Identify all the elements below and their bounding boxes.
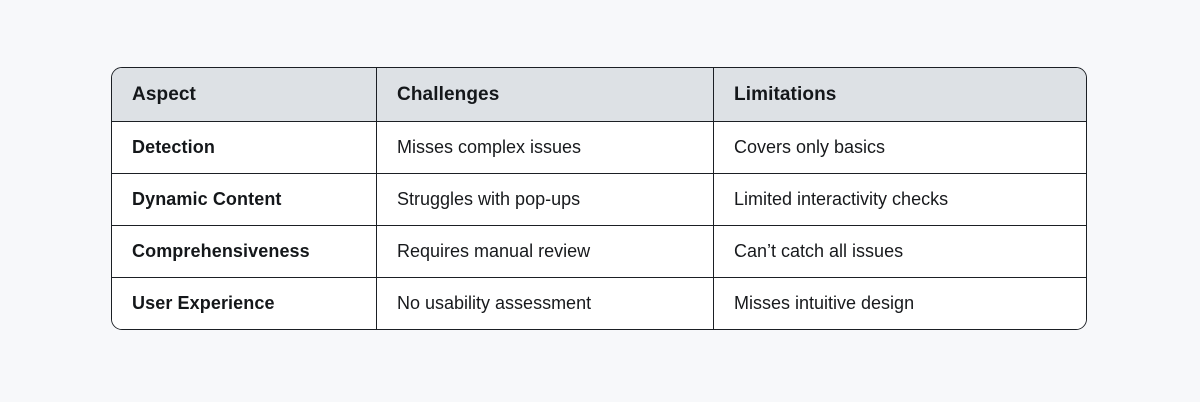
cell-limitations: Misses intuitive design <box>714 278 1086 329</box>
cell-limitations: Can’t catch all issues <box>714 226 1086 278</box>
table-row: Comprehensiveness Requires manual review… <box>112 226 1086 278</box>
column-header-challenges: Challenges <box>377 68 714 122</box>
table-header-row: Aspect Challenges Limitations <box>112 68 1086 122</box>
column-header-aspect: Aspect <box>112 68 377 122</box>
comparison-table-container: Aspect Challenges Limitations Detection … <box>111 67 1087 332</box>
cell-limitations: Covers only basics <box>714 122 1086 174</box>
table-row: Dynamic Content Struggles with pop-ups L… <box>112 174 1086 226</box>
cell-limitations: Limited interactivity checks <box>714 174 1086 226</box>
comparison-table: Aspect Challenges Limitations Detection … <box>111 67 1087 330</box>
table-header: Aspect Challenges Limitations <box>112 68 1086 122</box>
table-body: Detection Misses complex issues Covers o… <box>112 122 1086 329</box>
cell-aspect: Detection <box>112 122 377 174</box>
table-row: Detection Misses complex issues Covers o… <box>112 122 1086 174</box>
cell-challenges: No usability assessment <box>377 278 714 329</box>
cell-challenges: Struggles with pop-ups <box>377 174 714 226</box>
cell-aspect: Dynamic Content <box>112 174 377 226</box>
cell-aspect: User Experience <box>112 278 377 329</box>
cell-challenges: Requires manual review <box>377 226 714 278</box>
table-row: User Experience No usability assessment … <box>112 278 1086 329</box>
cell-challenges: Misses complex issues <box>377 122 714 174</box>
column-header-limitations: Limitations <box>714 68 1086 122</box>
cell-aspect: Comprehensiveness <box>112 226 377 278</box>
